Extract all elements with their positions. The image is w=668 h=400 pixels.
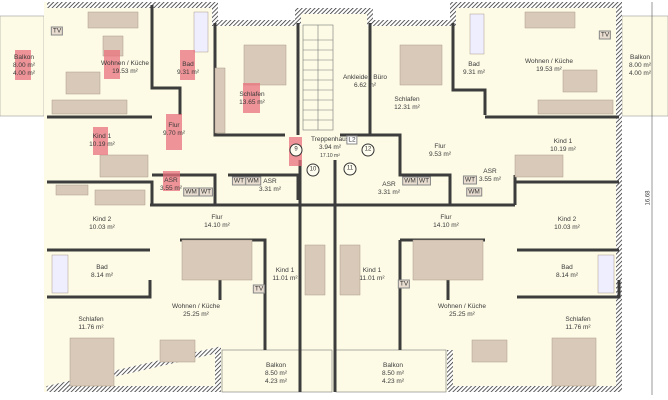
washer-tag: WM <box>466 187 482 197</box>
dimension-label: 16.68 <box>645 190 652 206</box>
washer-tag: WM <box>245 176 261 186</box>
washer-tag: WM <box>183 187 199 197</box>
highlight-bad <box>180 50 195 80</box>
highlight-flur <box>166 114 182 150</box>
marker-12: 12 <box>361 143 375 157</box>
washer-tag: WM <box>402 176 418 186</box>
balcony-bottom-right <box>335 349 447 393</box>
staircase <box>302 24 334 131</box>
lift-tag: L2 <box>346 135 358 145</box>
tv-tag: TV <box>50 26 64 36</box>
highlight-asr <box>163 171 180 191</box>
marker-11: 11 <box>343 162 357 176</box>
highlight-kind1 <box>93 127 108 155</box>
tv-tag: TV <box>252 284 266 294</box>
highlight-wohnen <box>104 50 120 79</box>
balcony-right <box>621 15 668 117</box>
tv-tag: TV <box>397 279 411 289</box>
marker-10: 10 <box>306 163 320 177</box>
highlight-schlafen <box>243 83 260 113</box>
dryer-tag: WT <box>231 176 247 186</box>
dryer-tag: WT <box>198 187 214 197</box>
building-footprint <box>44 2 622 392</box>
marker-9: 9 <box>289 143 303 157</box>
dryer-tag: WT <box>416 176 432 186</box>
furniture <box>51 11 615 387</box>
highlight-balkon <box>15 50 31 80</box>
dryer-tag: WT <box>462 175 478 185</box>
balcony-bottom-left <box>221 349 333 393</box>
tv-tag: TV <box>598 30 612 40</box>
